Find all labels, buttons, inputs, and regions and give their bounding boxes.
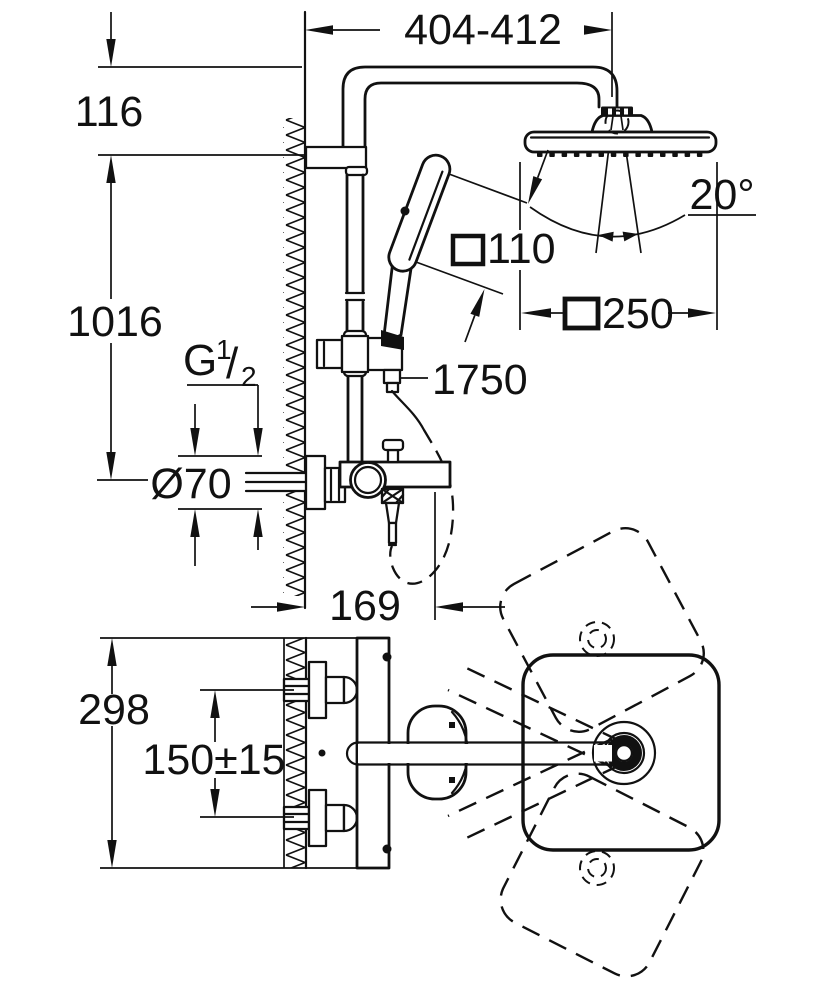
plan-view [100, 527, 721, 978]
dim-inlet-spacing: 150±15 [142, 689, 294, 818]
handle-cone [381, 330, 404, 350]
head-nozzles [537, 152, 703, 157]
dimensions: 404-412 116 1016 G 1 / 2 [67, 6, 756, 868]
square-symbol-icon [450, 233, 486, 267]
telescope-joint [344, 291, 366, 302]
dim-head-face-label: 250 [602, 290, 674, 338]
head-shower-plan [521, 653, 721, 852]
dim-riser-height-label: 1016 [67, 298, 163, 346]
mixer-body-front [304, 438, 452, 547]
front-view [244, 10, 718, 610]
glide-sleeve [340, 334, 370, 374]
wall-bracket [304, 145, 369, 177]
escutcheon-top [307, 660, 328, 720]
dim-hand-face-label: 110 [487, 225, 556, 273]
dim-projection: 169 [251, 492, 505, 630]
thread-denominator: 2 [241, 361, 257, 392]
hose-outlet [382, 368, 402, 385]
dim-arm-top-offset: 116 [75, 12, 304, 156]
arm-positions-dashed [447, 662, 621, 844]
thread-numerator: 1 [216, 334, 232, 365]
shower-arm [341, 65, 619, 150]
escutcheon-bottom [307, 788, 328, 848]
wall-hatch-front [283, 118, 305, 596]
dim-hose-length-label: 1750 [432, 356, 528, 404]
plan-extension-lines [100, 637, 388, 869]
wall-front [283, 10, 307, 610]
dim-escutcheon: Ø70 [150, 385, 263, 566]
thread-g-label: G [183, 336, 217, 385]
dim-projection-label: 169 [329, 582, 401, 630]
dim-hand-face: 110 [415, 149, 556, 343]
head-disc [523, 130, 718, 154]
wall-plan [283, 636, 308, 870]
head-shower [523, 106, 718, 157]
dim-arm-reach-label: 404-412 [404, 6, 562, 54]
hand-shower-head [387, 153, 452, 273]
glide-holder [315, 329, 404, 394]
dim-thread: G 1 / 2 [183, 334, 258, 392]
dim-escutcheon-label: Ø70 [150, 460, 231, 508]
hand-shower-button [400, 206, 410, 216]
dim-arm-top-offset-label: 116 [75, 88, 144, 136]
dim-inlet-spacing-label: 150±15 [142, 736, 285, 784]
ball-joint-plan [591, 720, 657, 786]
dim-arm-reach: 404-412 [305, 6, 612, 54]
dim-swivel-angle: 20° [529, 171, 756, 242]
dim-plan-height: 298 [78, 638, 150, 868]
arm-tube-plan [345, 741, 608, 766]
supply-stub-front [244, 471, 308, 493]
wall-hatch-plan [284, 638, 306, 868]
hidden-ball-joint [604, 109, 630, 135]
thread-slash: / [226, 339, 239, 388]
dim-plan-height-label: 298 [78, 686, 150, 734]
square-symbol-icon [562, 296, 601, 331]
glide-clamp-knob [315, 338, 344, 370]
wall-escutcheon [304, 454, 327, 511]
mounting-dot [318, 749, 326, 757]
diverter-knob [381, 438, 405, 452]
dim-hose-length: 1750 [399, 356, 528, 404]
dim-swivel-angle-label: 20° [689, 171, 754, 219]
riser-rail [344, 173, 366, 464]
s-unions-plan [307, 660, 359, 848]
dim-riser-height: 1016 [67, 155, 163, 481]
hand-shower [381, 153, 452, 346]
dim-head-face: 250 [519, 162, 718, 338]
